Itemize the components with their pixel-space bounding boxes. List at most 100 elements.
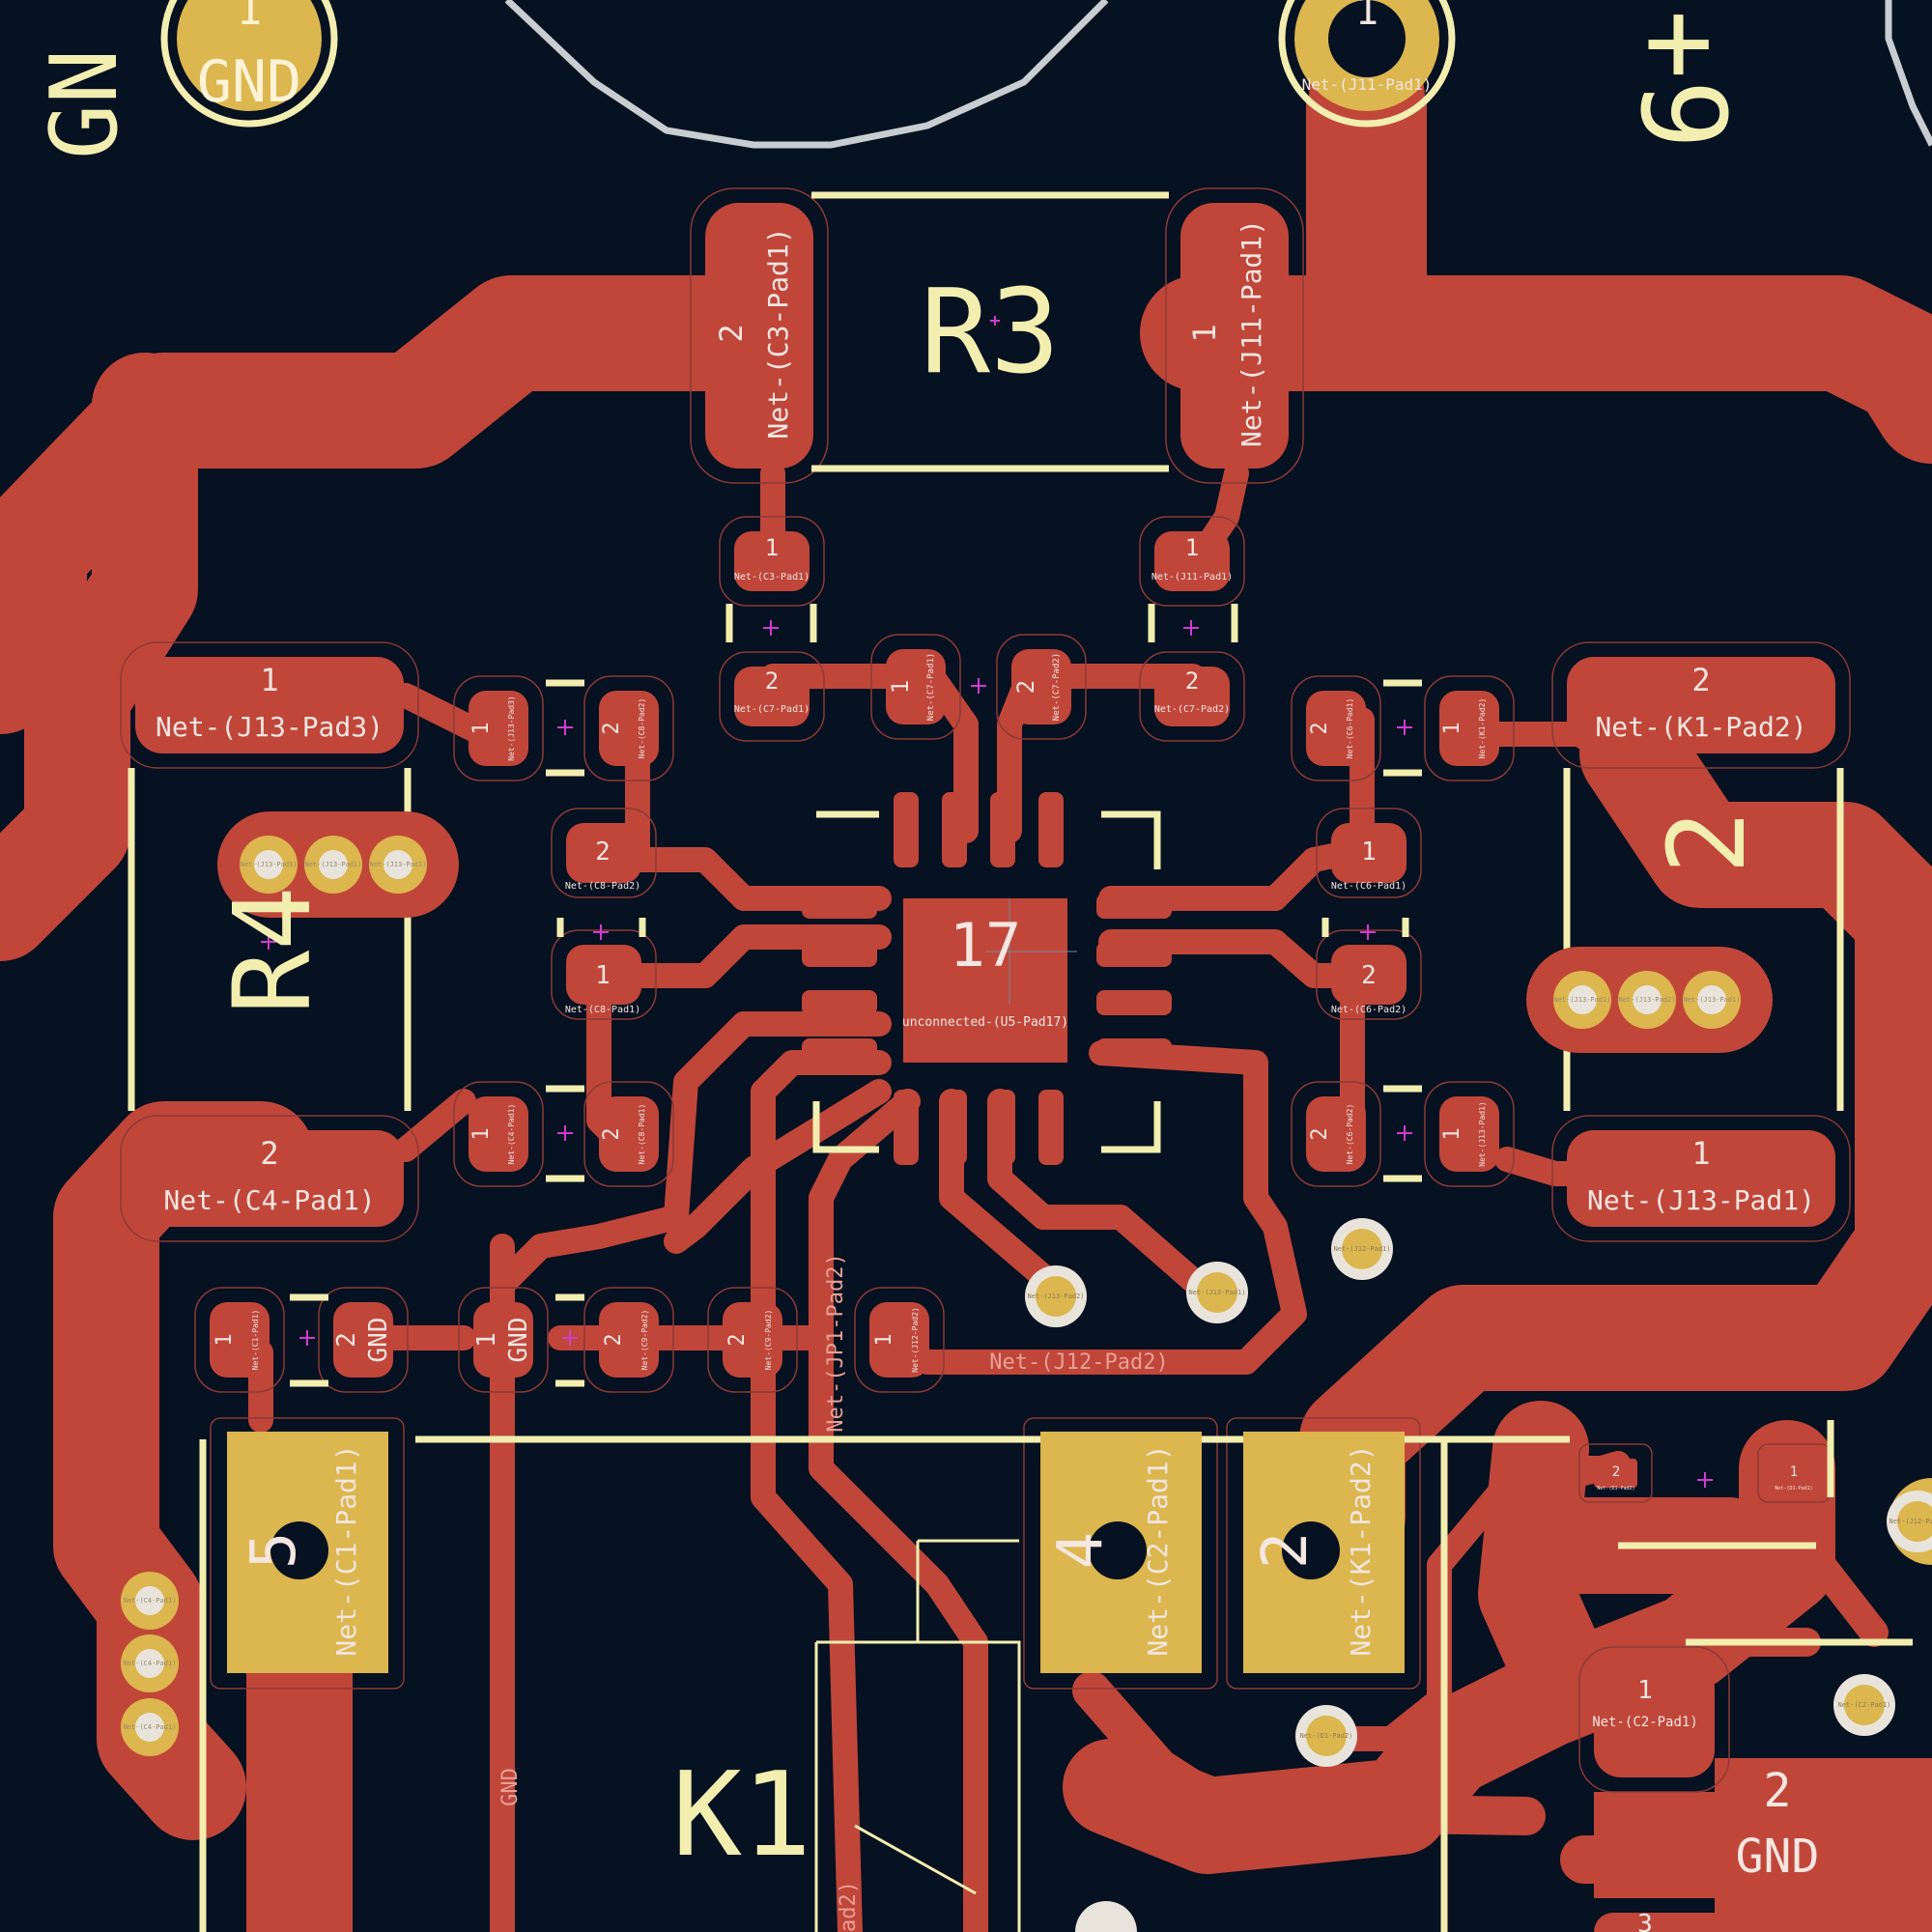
pad[interactable] [734,667,810,726]
pad-net-label: Net-(C7-Pad1) [926,653,936,721]
pad[interactable] [1439,1096,1499,1172]
pad[interactable] [1154,667,1230,726]
pad[interactable] [734,531,810,591]
silk-k1: K1 [672,1748,812,1883]
pad-number: 1 [472,1332,501,1348]
pad[interactable] [1715,1758,1932,1932]
pad[interactable] [1594,1792,1719,1898]
pad-number: 1 [765,534,779,561]
silkscreen-text: GN +9 R3 R4 K1 2 [32,10,1769,1883]
pad-net-label: Net-(C1-Pad1) [330,1444,362,1656]
pad-net-label: Net-(J13-Pad1) [1587,1184,1815,1216]
silk-plus9: +9 [1614,10,1748,150]
hole-net-label: Net-(J13-Pad1) [1553,996,1610,1004]
pad-number: 1 [260,662,278,698]
pad-number: 2 [725,1333,750,1346]
track-net-label: Net-(J12-Pad2) [989,1350,1168,1375]
pad[interactable] [1180,203,1289,469]
pad[interactable] [1567,1130,1835,1227]
pad[interactable] [1594,1913,1768,1932]
pad[interactable] [599,1096,659,1172]
pad-net-label: Net-(J11-Pad1) [1236,219,1267,447]
pad-number: 1 [887,680,914,694]
pad-net-label: Net-(D1-Pad2) [1597,1486,1634,1492]
pad-number: 1 [1186,324,1223,342]
exposed-pad[interactable] [903,898,1067,1063]
vias [1025,1218,1932,1932]
via-net-label: Net-(D1-Pad2) [1300,1732,1353,1740]
pad-number: 1 [237,0,263,35]
pad-net-label: GND [1736,1830,1820,1884]
hole-net-label: Net-(C4-Pad1) [124,1660,177,1667]
pad[interactable] [1011,649,1071,724]
pad[interactable] [469,691,528,766]
pad[interactable] [210,1302,270,1378]
pad[interactable] [1306,691,1366,766]
pad-net-label: Net-(J11-Pad1) [1151,572,1233,582]
pad-number: 2 [1185,668,1199,695]
edge-cuts [504,0,1932,149]
pad-number: 2 [765,668,779,695]
pad[interactable] [1439,691,1499,766]
pad-number: 1 [1361,838,1377,867]
pad-number: 2 [332,1332,361,1348]
pad[interactable] [473,1302,533,1378]
via-net-label: Net-(J13-Pad2) [1027,1293,1084,1300]
pad-net-label: Net-(K1-Pad2) [1345,1444,1377,1656]
pad-outlines [120,187,1851,1793]
pad-number: 2 [713,324,750,342]
pad-number: 3 [1637,1910,1653,1932]
pad[interactable] [1331,945,1406,1005]
pad[interactable] [705,203,813,469]
pad-number: 1 [595,961,611,990]
via-net-label: Net-(C2-Pad1) [1838,1701,1891,1709]
pad[interactable] [333,1302,393,1378]
pad[interactable] [869,1302,929,1378]
pad-number: 2 [1308,1127,1332,1140]
anchor-markers [261,316,1713,1488]
pad[interactable] [469,1096,528,1172]
pad[interactable] [1567,657,1835,753]
track-net-label: ad2) [837,1881,861,1932]
via-labels: Net-(J13-Pad2) Net-(J13-Pad1) Net-(J12-P… [1027,1245,1932,1740]
pad-net-label: Net-(C3-Pad1) [762,227,794,439]
pad[interactable] [599,1302,659,1378]
pad-net-label: Net-(C9-Pad2) [764,1310,773,1371]
pad[interactable] [1154,531,1230,591]
pad-net-label: Net-(C2-Pad1) [1142,1444,1174,1656]
pad[interactable] [886,649,946,724]
pad-net-label: Net-(J13-Pad1) [1478,1101,1487,1166]
track-net-label: GND [498,1768,523,1806]
pad[interactable] [723,1302,782,1378]
via-net-label: Net-(J12-Pad1) [1333,1245,1390,1253]
pad[interactable] [1594,1459,1637,1488]
pad[interactable] [1306,1096,1366,1172]
hole-net-label: Net-(J13-Pad1) [369,861,426,868]
pad-number: 2 [1250,1532,1321,1570]
pad-net-label: Net-(C8-Pad1) [565,1005,640,1015]
hole-net-label: Net-(J13-Pad1) [304,861,361,868]
pad-number: 2 [600,1127,624,1140]
pad[interactable] [1773,1459,1816,1488]
pad[interactable] [566,945,641,1005]
silk-r3: R3 [921,266,1061,400]
pad[interactable] [1594,1662,1715,1777]
pad-number: 2 [595,838,611,867]
silk-r4: R4 [211,887,334,1014]
pad-number: 1 [1355,0,1378,34]
pad[interactable] [1331,823,1406,883]
pad-net-label: Net-(J13-Pad3) [156,711,384,743]
copper-pads [135,97,1932,1932]
pad-net-label: Net-(C8-Pad1) [638,1104,646,1165]
pad-number: 2 [1012,680,1039,694]
pad-net-label: Net-(J13-Pad3) [507,696,516,760]
pad[interactable] [566,823,641,883]
pad-net-label: Net-(C4-Pad1) [507,1104,516,1165]
pad-net-label: Net-(C3-Pad1) [734,572,810,582]
pad-net-label: Net-(J11-Pad1) [1302,75,1433,94]
pad[interactable] [135,1130,404,1227]
pad[interactable] [599,691,659,766]
pad-net-label: Net-(K1-Pad2) [1595,711,1806,743]
pad[interactable] [135,657,404,753]
